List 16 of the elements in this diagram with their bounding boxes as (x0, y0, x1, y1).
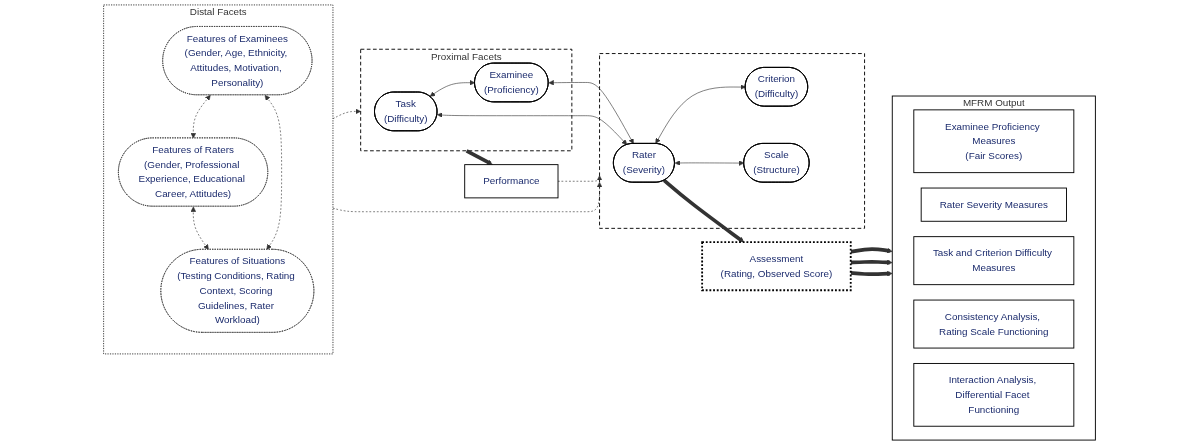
arrow (662, 179, 745, 243)
cluster (599, 53, 866, 229)
node-box (913, 363, 1075, 427)
node-box (913, 236, 1075, 286)
node-box (464, 164, 559, 199)
arrow (465, 149, 493, 166)
arrow (850, 271, 893, 277)
cluster (360, 48, 573, 152)
cluster (103, 4, 334, 355)
arrow (850, 259, 893, 266)
node-box (701, 241, 852, 292)
node-box (920, 187, 1067, 222)
node-box (913, 299, 1075, 349)
cluster (891, 95, 1096, 441)
arrow (850, 247, 893, 254)
node-box (913, 109, 1075, 174)
